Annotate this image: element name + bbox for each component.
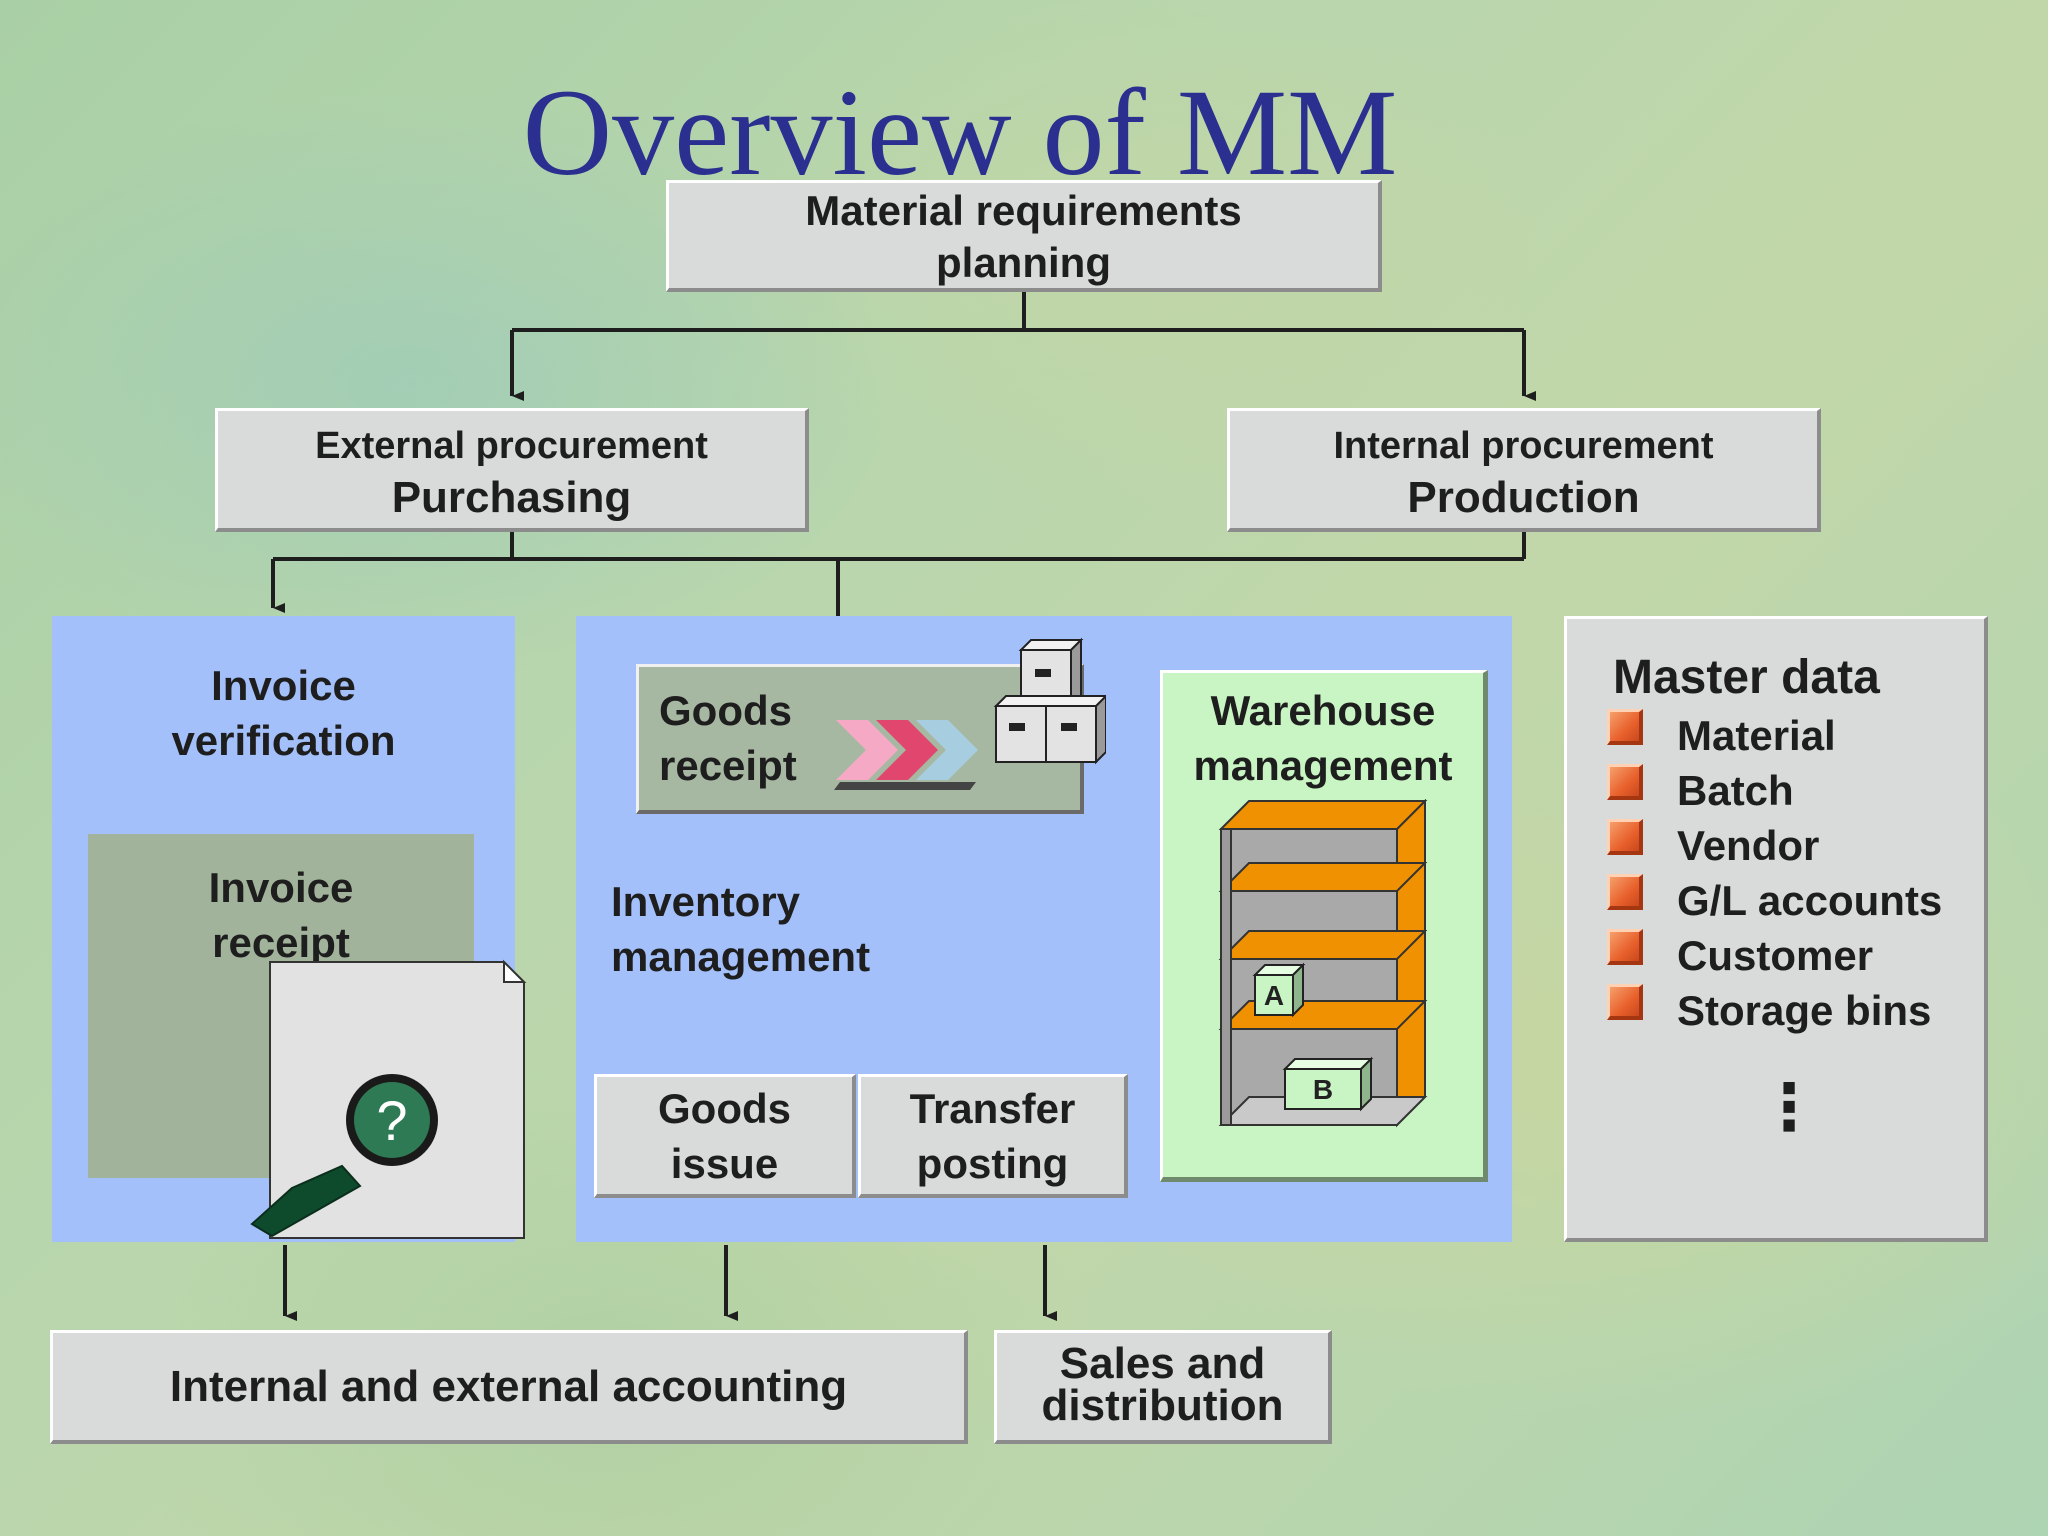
- invoice-receipt-line1: Invoice: [208, 864, 354, 911]
- bullet-icon: [1607, 984, 1643, 1020]
- mrp-label-line2: planning: [936, 239, 1111, 286]
- bullet-icon: [1607, 929, 1643, 965]
- svg-text:A: A: [1264, 980, 1284, 1011]
- transfer-posting-line1: Transfer: [909, 1085, 1076, 1132]
- invoice-document-icon: ?: [250, 959, 527, 1239]
- chevron-arrows-icon: [834, 720, 978, 790]
- inventory-line1: Inventory: [611, 878, 801, 925]
- external-label-line1: External procurement: [315, 425, 708, 467]
- bullet-icon: [1607, 709, 1643, 745]
- goods-issue-line2: issue: [670, 1140, 779, 1187]
- goods-issue-line1: Goods: [658, 1085, 791, 1132]
- storage-shelf-icon: A B: [1218, 799, 1428, 1128]
- bullet-icon: [1607, 764, 1643, 800]
- warehouse-line2: management: [1193, 742, 1453, 789]
- inventory-line2: management: [611, 933, 871, 980]
- master-data-item: Storage bins: [1677, 987, 1932, 1034]
- internal-label-line1: Internal procurement: [1333, 425, 1714, 467]
- internal-label-line2: Production: [1407, 473, 1640, 522]
- transfer-posting-box: Transfer posting: [858, 1074, 1128, 1198]
- magnifier-question-mark: ?: [376, 1089, 407, 1152]
- goods-issue-box: Goods issue: [594, 1074, 856, 1198]
- magnifier-icon: ?: [250, 1074, 438, 1238]
- svg-text:B: B: [1313, 1074, 1333, 1105]
- master-data-item: Vendor: [1677, 822, 1820, 869]
- mrp-label-line1: Material requirements: [805, 187, 1242, 234]
- master-data-heading: Master data: [1613, 651, 1880, 704]
- sales-line2: distribution: [1041, 1381, 1284, 1430]
- external-label-line2: Purchasing: [391, 473, 632, 522]
- invoice-receipt-title: Invoice receipt: [88, 860, 474, 970]
- warehouse-management-title: Warehouse management: [1163, 683, 1483, 793]
- master-data-more-ellipsis: ⋮: [1757, 1071, 1821, 1143]
- goods-receipt-line1: Goods: [659, 687, 792, 734]
- slide-title: Overview of MM: [522, 64, 1398, 201]
- invoice-verification-line2: verification: [171, 717, 396, 764]
- transfer-posting-line2: posting: [916, 1140, 1069, 1187]
- bullet-icon: [1607, 874, 1643, 910]
- master-data-item: Customer: [1677, 932, 1874, 979]
- invoice-verification-panel: Invoice verification Invoice receipt ?: [52, 616, 527, 1242]
- inventory-management-panel: Goods receipt Inventory management: [576, 616, 1512, 1242]
- shelf-box-b: B: [1282, 1056, 1374, 1112]
- accounting-label: Internal and external accounting: [169, 1362, 848, 1411]
- invoice-receipt-line2: receipt: [212, 919, 350, 966]
- internal-procurement-box: Internal procurement Production: [1227, 408, 1821, 532]
- invoice-verification-title: Invoice verification: [52, 658, 515, 768]
- master-data-item: Material: [1677, 712, 1836, 759]
- accounting-box: Internal and external accounting: [50, 1330, 968, 1444]
- goods-receipt-graphic: [834, 637, 1106, 790]
- goods-receipt-title: Goods receipt: [659, 683, 797, 793]
- warehouse-line1: Warehouse: [1210, 687, 1436, 734]
- invoice-verification-line1: Invoice: [211, 662, 356, 709]
- mrp-box: Material requirements planning: [666, 180, 1382, 292]
- master-data-item: G/L accounts: [1677, 877, 1943, 924]
- sales-line1: Sales and: [1059, 1339, 1266, 1388]
- warehouse-management-box: Warehouse management A: [1160, 670, 1488, 1182]
- sales-distribution-box: Sales and distribution: [994, 1330, 1332, 1444]
- bullet-icon: [1607, 819, 1643, 855]
- master-data-item: Batch: [1677, 767, 1794, 814]
- goods-receipt-line2: receipt: [659, 742, 797, 789]
- master-data-box: Master data Material Batch Vendor G/L ac…: [1564, 616, 1988, 1242]
- external-procurement-box: External procurement Purchasing: [215, 408, 809, 532]
- shelf-box-a: A: [1252, 962, 1306, 1018]
- inventory-management-title: Inventory management: [611, 874, 870, 984]
- stacked-boxes-icon: [993, 637, 1106, 765]
